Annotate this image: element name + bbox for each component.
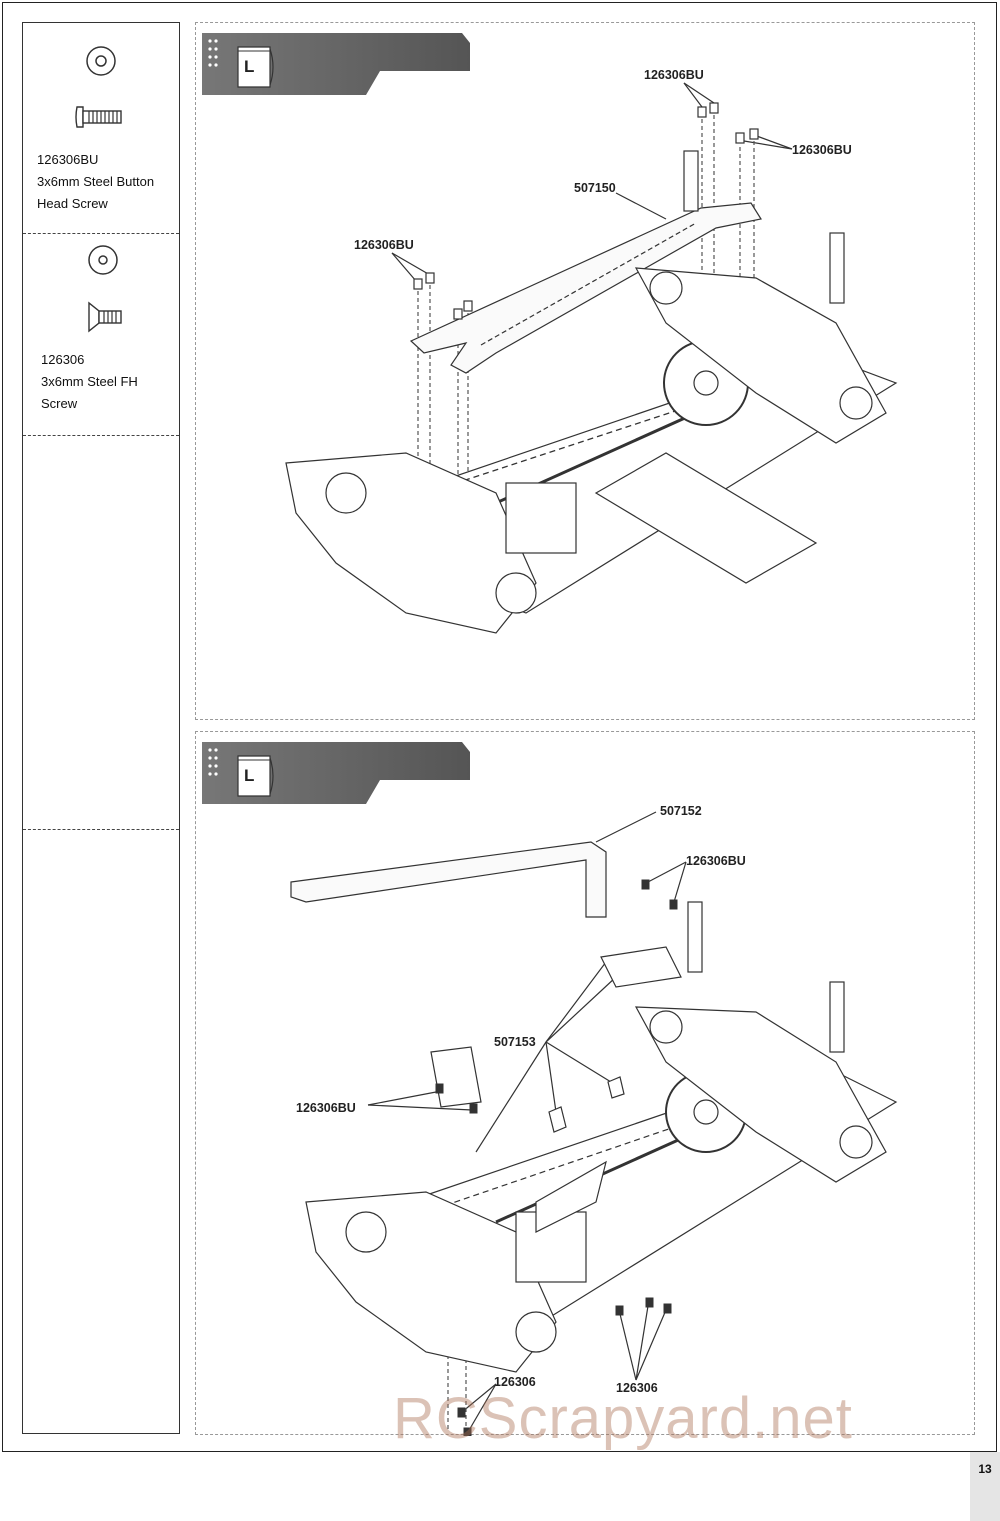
part-number: 126306BU [37,152,99,167]
callout-screw-126306: 126306 [616,1381,658,1395]
assembly-step-panel: L 126306BU 126306BU 507150 126306BU [195,22,975,720]
flat-head-screw-icon [88,301,122,333]
page-number: 13 [970,1452,1000,1521]
callout-screw-126306BU: 126306BU [354,238,414,252]
parts-bag-icon [237,755,274,797]
part-description: 3x6mm Steel FH [41,374,138,389]
divider [23,233,179,234]
button-head-screw-icon [75,106,122,128]
part-description: Screw [41,396,78,411]
bag-letter: L [244,57,255,76]
assembly-step-panel: L 507152 126306BU 507153 126306BU 126306… [195,731,975,1436]
callout-screw-126306BU: 126306BU [686,854,746,868]
part-description: Head Screw [37,196,108,211]
washer-icon [86,46,116,76]
callout-screw-126306BU: 126306BU [792,143,852,157]
parts-sidebar: 126306BU 3x6mm Steel Button Head Screw 1… [22,22,180,1434]
part-126306-label: 126306 3x6mm Steel FH Screw [41,349,138,415]
watermark: RCScrapyard.net [393,1386,853,1451]
chassis-exploded-diagram [285,82,898,634]
callout-screw-126306: 126306 [494,1375,536,1389]
callout-mounts-507153: 507153 [494,1035,536,1049]
parts-bag-icon [237,46,274,88]
chassis-exploded-diagram [290,811,898,1436]
callout-bumper-bar-507152: 507152 [660,804,702,818]
part-number: 126306 [41,352,85,367]
callout-screw-126306BU: 126306BU [296,1101,356,1115]
divider [23,435,179,436]
callout-upper-deck-507150: 507150 [574,181,616,195]
bag-letter: L [244,766,255,785]
divider [23,829,179,830]
washer-icon [88,245,118,275]
part-126306BU-label: 126306BU 3x6mm Steel Button Head Screw [37,149,154,215]
page-frame [2,2,997,1452]
part-description: 3x6mm Steel Button [37,174,155,189]
callout-screw-126306BU: 126306BU [644,68,704,82]
